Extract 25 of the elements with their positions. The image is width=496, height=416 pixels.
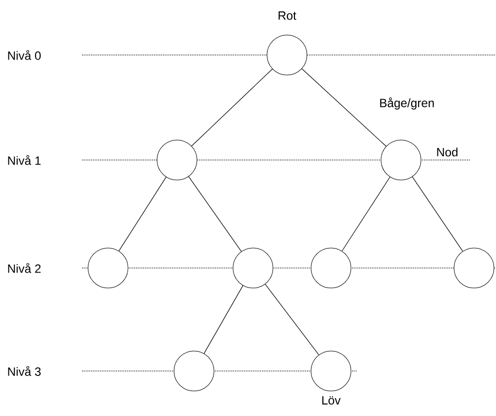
tree-node	[174, 350, 214, 392]
tree-node	[310, 350, 352, 392]
level-label: Nivå 3	[6, 365, 42, 377]
tree-edge	[118, 176, 166, 252]
node-label: Rot	[276, 10, 298, 21]
tree-edge	[204, 285, 244, 354]
tree-node	[156, 140, 198, 180]
tree-edge	[191, 68, 273, 146]
level-label: Nivå 1	[6, 154, 42, 166]
node-label: Löv	[320, 395, 342, 406]
tree-node	[232, 248, 274, 288]
tree-edge	[264, 284, 320, 356]
tree-edge	[302, 68, 386, 147]
tree-edge	[412, 176, 463, 252]
node-label: Nod	[435, 146, 460, 158]
level-label: Nivå 2	[6, 262, 42, 274]
tree-edge	[188, 176, 242, 252]
tree-node	[454, 248, 494, 288]
tree-node	[266, 34, 308, 76]
tree-edge	[342, 176, 390, 252]
tree-node	[88, 248, 128, 288]
tree-node	[310, 248, 352, 288]
tree-node	[380, 140, 422, 180]
level-label: Nivå 0	[6, 49, 42, 61]
edge-label: Båge/gren	[378, 96, 436, 111]
